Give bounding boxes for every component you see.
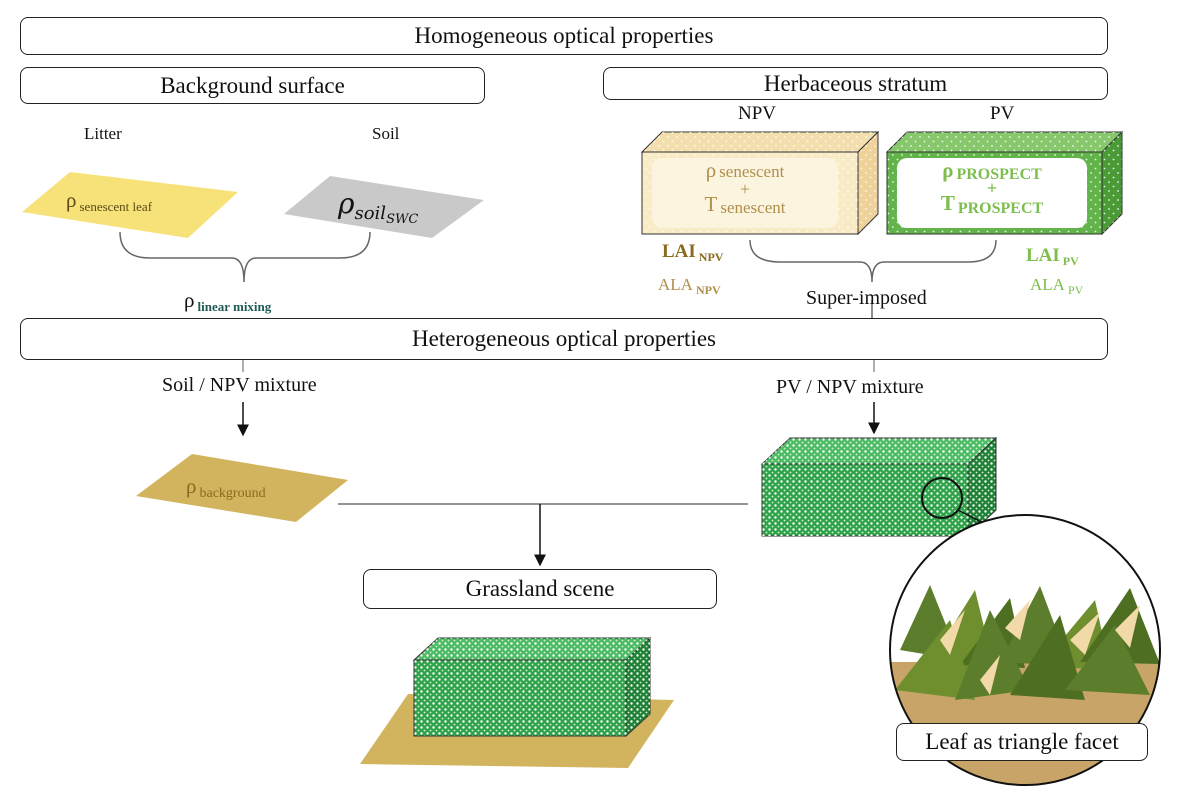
background-symbol: ρ xyxy=(186,474,197,498)
heterogeneous-box: Heterogeneous optical properties xyxy=(20,318,1108,360)
pv-npv-mixture-label: PV / NPV mixture xyxy=(776,376,924,398)
background-surface xyxy=(136,454,348,522)
soil-subsubscript: SWC xyxy=(386,212,419,227)
pv-t-symbol: T xyxy=(940,191,955,215)
soil-surface xyxy=(284,176,484,238)
homogeneous-title: Homogeneous optical properties xyxy=(414,23,714,48)
pv-rho-subscript: PROSPECT xyxy=(956,166,1042,183)
super-imposed-label: Super-imposed xyxy=(806,287,927,309)
zoom-circle xyxy=(921,477,963,519)
pv-t-subscript: PROSPECT xyxy=(957,200,1044,217)
linear-mixing-symbol: ρ xyxy=(184,288,195,312)
soil-subscript: soil xyxy=(354,203,387,224)
grassland-scene-title: Grassland scene xyxy=(465,576,615,601)
leaf-triangle-title: Leaf as triangle facet xyxy=(925,729,1119,754)
pv-label: PV xyxy=(990,103,1015,124)
pv-inner-panel xyxy=(897,158,1087,228)
lai-pv-subscript: PV xyxy=(1062,254,1079,268)
pv-plus: + xyxy=(986,178,998,198)
lai-pv-symbol: LAI xyxy=(1026,245,1060,266)
npv-t-symbol: T xyxy=(704,192,718,216)
lai-npv-subscript: NPV xyxy=(698,250,724,264)
linear-mixing-subscript: linear mixing xyxy=(197,299,272,314)
leaf-triangle-box: Leaf as triangle facet xyxy=(896,723,1148,761)
background-surface-box: Background surface xyxy=(20,67,485,104)
senescent-leaf-subscript: senescent leaf xyxy=(79,199,153,214)
npv-t-subscript: senescent xyxy=(720,198,786,217)
litter-label: Litter xyxy=(84,124,122,143)
senescent-leaf-symbol: ρ xyxy=(66,188,77,212)
npv-inner-panel xyxy=(652,158,838,228)
soil-label: Soil xyxy=(372,124,400,143)
litter-surface xyxy=(22,172,238,238)
soil-symbol: ρ xyxy=(338,187,355,220)
heterogeneous-title: Heterogeneous optical properties xyxy=(412,326,716,351)
ala-pv-subscript: PV xyxy=(1067,283,1084,297)
homogeneous-box: Homogeneous optical properties xyxy=(20,17,1108,55)
background-surface-title: Background surface xyxy=(160,72,345,98)
grassland-scene-box: Grassland scene xyxy=(363,569,717,609)
herbaceous-stratum-title: Herbaceous stratum xyxy=(763,70,948,96)
ala-npv-subscript: NPV xyxy=(695,283,721,297)
soil-swc-param: ρsoilSWC xyxy=(338,187,418,227)
linear-mixing-bracket xyxy=(119,231,371,283)
pv-rho-symbol: ρ xyxy=(942,158,954,182)
superimposed-bracket xyxy=(749,239,997,283)
soil-npv-mixture-label: Soil / NPV mixture xyxy=(162,374,317,396)
background-subscript: background xyxy=(199,486,266,501)
herbaceous-stratum-box: Herbaceous stratum xyxy=(603,67,1108,100)
npv-rho-subscript: senescent xyxy=(719,162,785,181)
npv-label: NPV xyxy=(738,103,777,124)
ala-npv-symbol: ALA xyxy=(658,275,693,294)
ala-pv-symbol: ALA xyxy=(1030,275,1065,294)
npv-rho-symbol: ρ xyxy=(705,158,717,182)
lai-npv-symbol: LAI xyxy=(662,241,696,262)
npv-plus: + xyxy=(739,179,751,199)
